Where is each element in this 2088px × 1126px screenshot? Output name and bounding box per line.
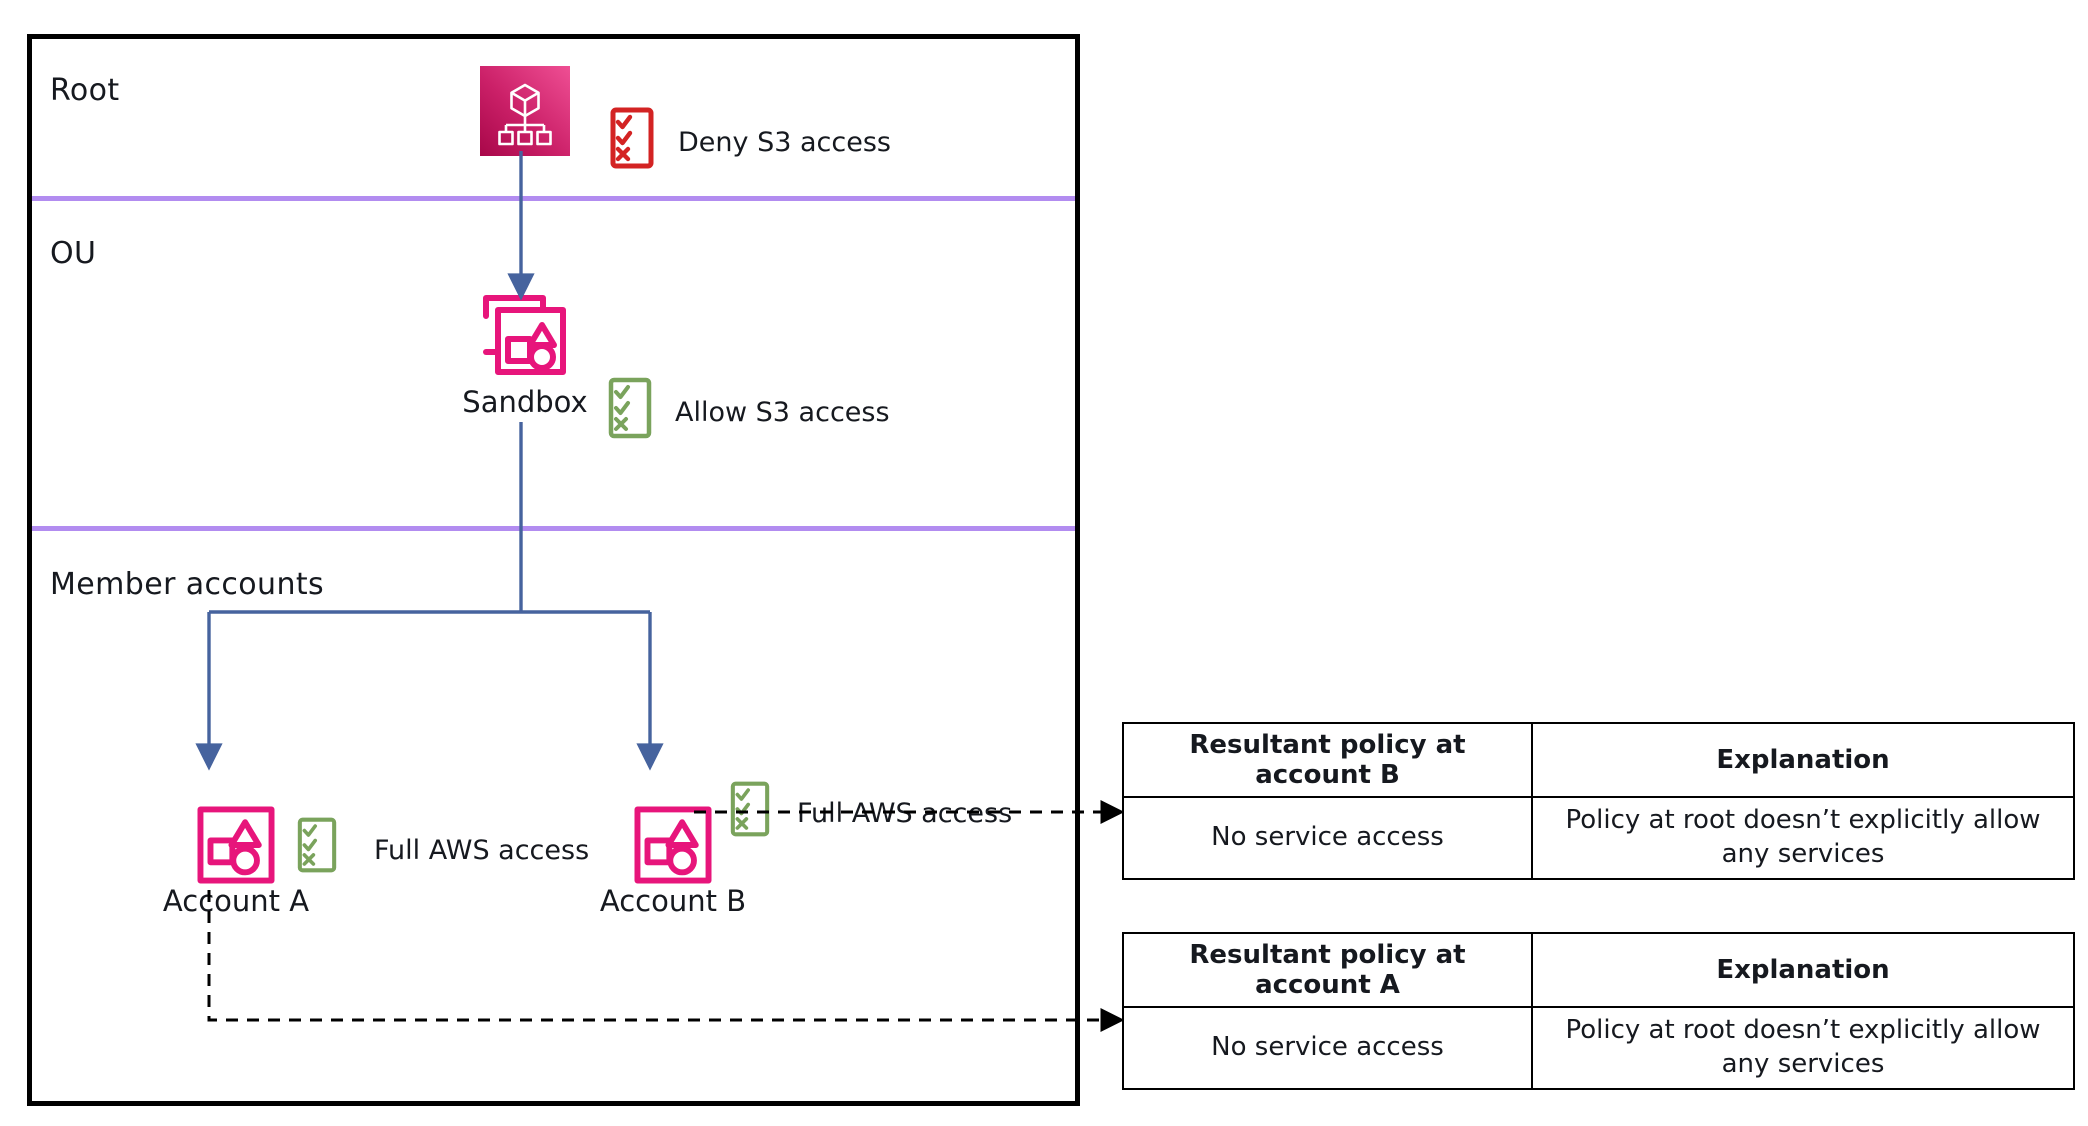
policy-allow-icon [608, 377, 652, 439]
node-caption-account-b: Account B [599, 884, 747, 918]
policy-label-account-a: Full AWS access [374, 835, 590, 866]
table-header-explanation: Explanation [1531, 932, 2075, 1008]
table-row: No service access Policy at root doesn’t… [1122, 796, 2075, 880]
policy-label-root: Deny S3 access [678, 127, 891, 158]
table-header-row: Resultant policy at account A Explanatio… [1122, 932, 2075, 1008]
node-account-b[interactable]: Account B [600, 804, 746, 918]
policy-allow-icon [297, 817, 337, 873]
node-root-organizations[interactable] [480, 66, 570, 156]
policy-badge-account-a-allow [297, 817, 337, 877]
table-header-row: Resultant policy at account B Explanatio… [1122, 722, 2075, 798]
policy-allow-icon [730, 781, 770, 837]
policy-label-account-b: Full AWS access [797, 798, 1013, 829]
table-cell-explanation: Policy at root doesn’t explicitly allow … [1531, 796, 2075, 880]
node-account-a[interactable]: Account A [163, 804, 309, 918]
table-header-explanation: Explanation [1531, 722, 2075, 798]
aws-organizations-icon [480, 66, 570, 156]
policy-label-ou: Allow S3 access [675, 397, 890, 428]
table-cell-policy: No service access [1122, 1006, 1533, 1090]
aws-account-icon [197, 806, 275, 884]
policy-badge-account-b-allow [730, 781, 770, 841]
resultant-policy-table-account-b: Resultant policy at account B Explanatio… [1122, 722, 2075, 880]
resultant-policy-table-account-a: Resultant policy at account A Explanatio… [1122, 932, 2075, 1090]
table-header-policy: Resultant policy at account A [1122, 932, 1533, 1008]
policy-deny-icon [610, 107, 654, 169]
tier-divider-ou [32, 196, 1075, 201]
node-caption-sandbox: Sandbox [462, 385, 588, 419]
table-cell-explanation: Policy at root doesn’t explicitly allow … [1531, 1006, 2075, 1090]
table-row: No service access Policy at root doesn’t… [1122, 1006, 2075, 1090]
tier-label-root: Root [50, 73, 120, 108]
node-caption-account-a: Account A [162, 884, 310, 918]
tier-divider-member-accounts [32, 526, 1075, 531]
tier-label-member-accounts: Member accounts [50, 567, 325, 602]
table-header-policy: Resultant policy at account B [1122, 722, 1533, 798]
node-ou-sandbox[interactable]: Sandbox [462, 289, 588, 419]
tier-label-ou: OU [50, 236, 97, 271]
policy-badge-root-deny [610, 107, 654, 173]
table-cell-policy: No service access [1122, 796, 1533, 880]
policy-badge-ou-allow [608, 377, 652, 443]
organizational-unit-icon [483, 295, 566, 375]
aws-account-icon [634, 806, 712, 884]
organization-diagram-canvas: Root OU Member accounts [27, 34, 1080, 1106]
